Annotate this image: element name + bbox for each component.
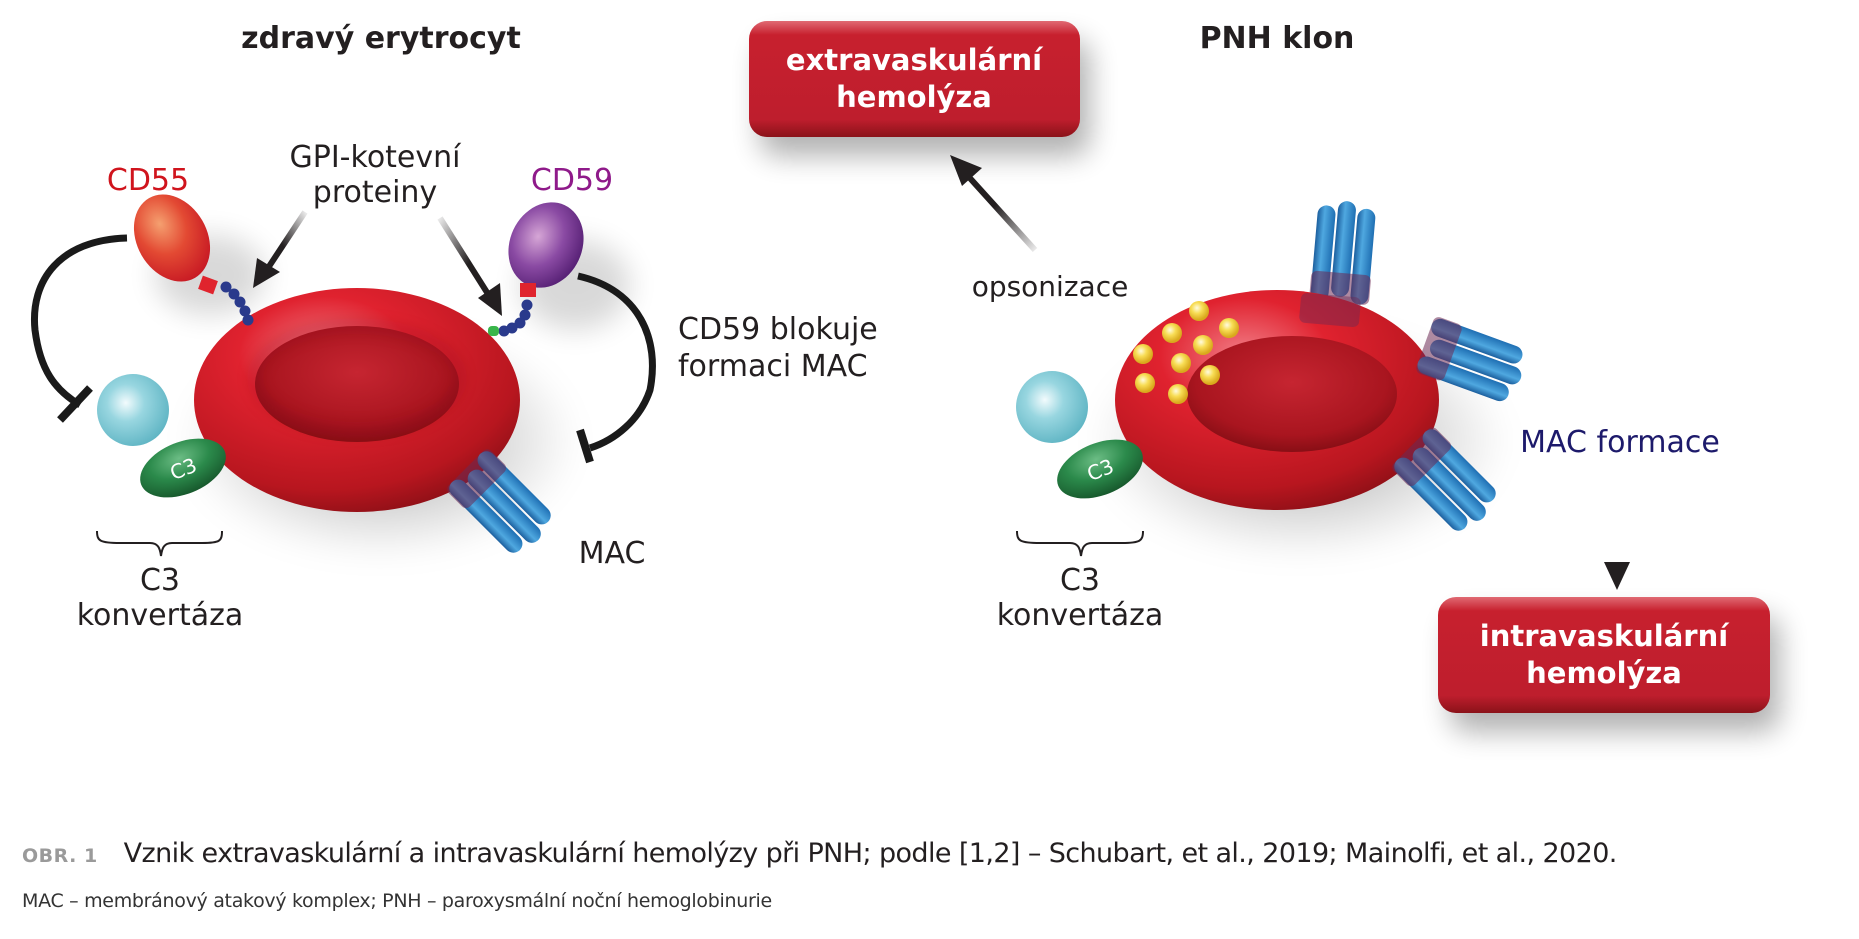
mac-complex-top: [1309, 199, 1378, 306]
opsonin: [1135, 373, 1155, 393]
cd59-protein: [488, 202, 584, 337]
cd59-blocks-label-line1: CD59 blokuje: [678, 312, 878, 347]
healthy-erythrocyte-title: zdravý erytrocyt: [241, 21, 521, 56]
cd55-inhibition-arrow: [30, 234, 128, 423]
opsonin: [1162, 323, 1182, 343]
c3-conv-label-line1-left: C3: [140, 563, 180, 598]
gpi-arrow-right: [437, 216, 502, 316]
c3-brace-left: [96, 530, 223, 557]
mac-formation-label: MAC formace: [1520, 425, 1720, 460]
c3b-sphere: [97, 374, 169, 446]
figure-caption: OBR. 1 Vznik extravaskulární a intravasku…: [22, 838, 1617, 869]
intravascular-label-line1: intravaskulární: [1480, 619, 1730, 653]
gpi-arrow-left: [253, 210, 308, 288]
extravascular-label-line2: hemolýza: [836, 80, 992, 114]
cd55-protein: [133, 194, 254, 326]
opsonization-arrow: [950, 155, 1038, 253]
c3-ellipse: [1057, 439, 1143, 499]
c3-ellipse: [140, 438, 226, 498]
figure-abbreviations: MAC – membránový atakový komplex; PNH – …: [22, 890, 772, 912]
c3-brace-right: [1016, 530, 1144, 557]
opsonin: [1168, 384, 1188, 404]
opsonin: [1219, 318, 1239, 338]
cd55-label: CD55: [107, 163, 189, 198]
cd59-inhibition-arrow: [576, 272, 656, 464]
intravascular-hemolysis-box: intravaskulární hemolýza: [1438, 597, 1780, 732]
cd59-label: CD59: [531, 163, 613, 198]
c3b-sphere: [1016, 371, 1088, 443]
pnh-clone-panel: PNH klon extravaskulární hemolýza opsoni…: [749, 21, 1780, 732]
intravascular-label-line2: hemolýza: [1526, 656, 1682, 690]
c3-convertase-right: C3: [1016, 371, 1143, 499]
gpi-label-line1: GPI-kotevní: [290, 140, 463, 175]
healthy-rbc: [194, 288, 520, 512]
opsonins: [1133, 301, 1239, 404]
healthy-erythrocyte-panel: zdravý erytrocyt GPI-kotevní proteiny CD…: [30, 21, 878, 633]
gpi-label-line2: proteiny: [313, 175, 437, 210]
mac-label: MAC: [579, 536, 646, 571]
c3-convertase-left: C3: [97, 374, 226, 498]
opsonin: [1193, 335, 1213, 355]
opsonin: [1171, 353, 1191, 373]
pnh-rbc: [1115, 290, 1439, 510]
extravascular-hemolysis-box: extravaskulární hemolýza: [749, 21, 1090, 156]
pnh-clone-title: PNH klon: [1200, 21, 1355, 56]
opsonin: [1189, 301, 1209, 321]
cd59-blocks-label-line2: formaci MAC: [678, 349, 868, 384]
figure-title: Vznik extravaskulární a intravaskulární …: [123, 838, 1618, 869]
c3-conv-label-line1-right: C3: [1060, 563, 1100, 598]
c3-conv-label-line2-left: konvertáza: [77, 598, 244, 633]
c3-conv-label-line2-right: konvertáza: [997, 598, 1164, 633]
extravascular-label-line1: extravaskulární: [786, 43, 1044, 77]
mac-top-overlap: [1299, 292, 1361, 328]
mac-formation-arrow: [1604, 468, 1630, 590]
opsonin: [1200, 365, 1220, 385]
figure-label: OBR. 1: [22, 845, 98, 867]
opsonin: [1133, 344, 1153, 364]
opsonization-label: opsonizace: [972, 270, 1129, 303]
